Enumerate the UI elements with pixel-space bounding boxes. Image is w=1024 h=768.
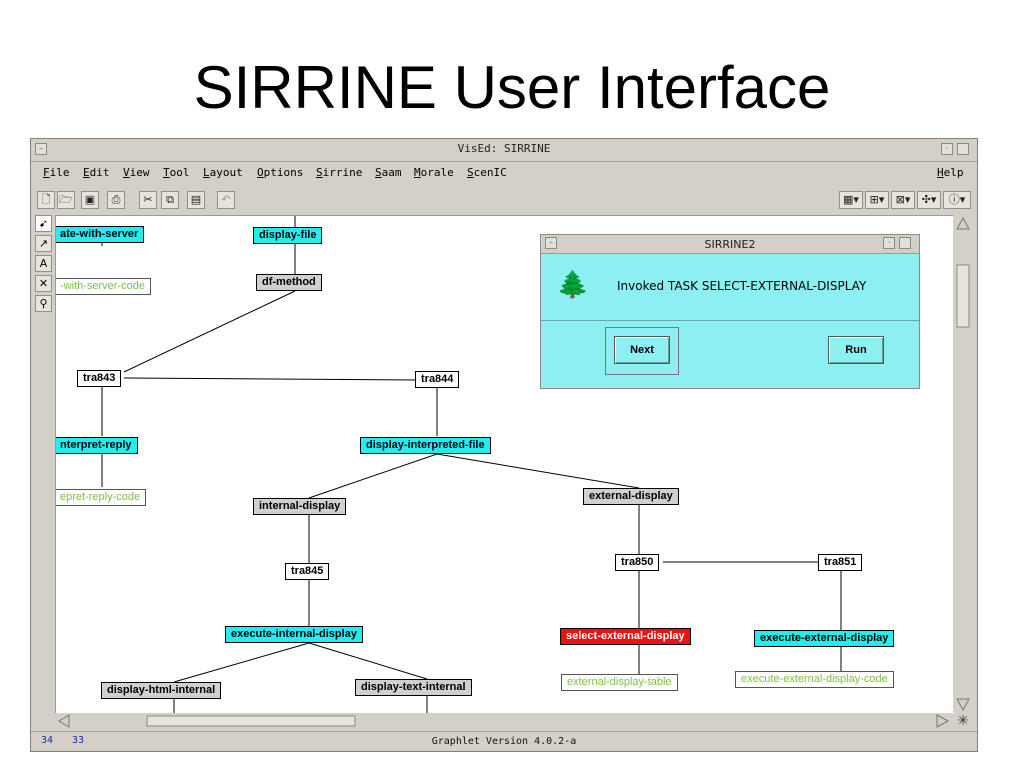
window-menu-icon[interactable]: – <box>35 143 47 155</box>
status-count-2: 33 <box>72 735 85 746</box>
delete-tool-icon[interactable]: ✕ <box>35 275 52 292</box>
graph-node[interactable]: epret-reply-code <box>56 489 147 506</box>
default-button-ring <box>605 327 679 375</box>
graph-node[interactable]: external-display <box>583 488 679 505</box>
scroll-down-arrow-icon <box>956 698 970 712</box>
graph-node[interactable]: display-file <box>253 227 323 244</box>
dialog-message: Invoked TASK SELECT-EXTERNAL-DISPLAY <box>617 279 867 293</box>
window-title: VisEd: SIRRINE <box>457 142 551 155</box>
graph-node[interactable]: ate-with-server <box>56 226 145 243</box>
maximize-icon[interactable] <box>957 143 969 155</box>
zoom-tool-icon[interactable]: ⚲ <box>35 295 52 312</box>
vertical-scrollbar-graphic <box>956 216 970 712</box>
graph-node[interactable]: execute-external-display <box>754 630 895 647</box>
next-button[interactable]: Next <box>614 336 670 364</box>
edge-tool-icon[interactable]: ↗ <box>35 235 52 252</box>
graph-node[interactable]: display-interpreted-file <box>360 437 491 454</box>
undo-icon[interactable]: ↶ <box>217 191 235 209</box>
select-tool-icon[interactable]: ➹ <box>35 215 52 232</box>
menu-tool[interactable]: Tool <box>163 166 190 179</box>
zoom-fit-icon[interactable]: ⊠▾ <box>891 191 915 209</box>
minimize-icon[interactable]: · <box>941 143 953 155</box>
copy-icon[interactable]: ⧉ <box>161 191 179 209</box>
graph-node[interactable]: tra844 <box>415 371 460 388</box>
graph-canvas[interactable]: ate-with-server -with-server-code displa… <box>55 215 954 714</box>
sirrine2-dialog: – SIRRINE2 · 🌲 Invoked TASK SELECT-EXTER… <box>540 234 920 389</box>
layout-grid-icon[interactable]: ▦▾ <box>839 191 863 209</box>
vised-window: – VisEd: SIRRINE · File Edit View Tool L… <box>30 138 978 752</box>
menu-layout[interactable]: Layout <box>203 166 243 179</box>
graph-node[interactable]: execute-external-display-code <box>735 671 894 688</box>
scroll-up-arrow-icon <box>956 216 970 230</box>
menu-edit[interactable]: Edit <box>83 166 110 179</box>
menu-saam[interactable]: Saam <box>375 166 402 179</box>
graph-node[interactable]: display-text-internal <box>355 679 472 696</box>
save-icon[interactable]: ▣ <box>81 191 99 209</box>
new-file-icon[interactable]: 🗋 <box>37 191 55 209</box>
graph-node[interactable]: nterpret-reply <box>56 437 138 454</box>
slide-title: SIRRINE User Interface <box>193 54 831 121</box>
paste-icon[interactable]: ▤ <box>187 191 205 209</box>
menu-scenic[interactable]: ScenIC <box>467 166 507 179</box>
menu-view[interactable]: View <box>123 166 150 179</box>
graph-node[interactable]: execute-internal-display <box>225 626 363 643</box>
dialog-title: SIRRINE2 <box>704 238 756 251</box>
horizontal-scroll-thumb <box>146 715 356 727</box>
menu-options[interactable]: Options <box>257 166 304 179</box>
graph-node[interactable]: tra850 <box>615 554 660 571</box>
dialog-minimize-icon[interactable]: · <box>883 237 895 249</box>
print-icon[interactable]: ⎙ <box>107 191 125 209</box>
dialog-title-bar[interactable]: – SIRRINE2 · <box>541 235 919 254</box>
info-icon[interactable]: ⓘ▾ <box>943 191 971 209</box>
graph-node[interactable]: external-display-table <box>561 674 678 691</box>
network-icon[interactable]: ✣▾ <box>917 191 941 209</box>
asterisk-icon: ✳ <box>957 713 969 729</box>
graph-node[interactable]: tra851 <box>818 554 863 571</box>
menu-file[interactable]: File <box>43 166 70 179</box>
horizontal-scrollbar-graphic <box>58 714 950 728</box>
text-tool-icon[interactable]: A <box>35 255 52 272</box>
dialog-divider <box>541 320 919 321</box>
status-version: Graphlet Version 4.0.2-a <box>431 736 577 747</box>
graph-node[interactable]: tra843 <box>77 370 122 387</box>
graph-node[interactable]: tra845 <box>285 563 330 580</box>
vertical-scroll-thumb <box>956 264 970 328</box>
title-bar[interactable]: – VisEd: SIRRINE · <box>31 139 977 162</box>
menu-bar: File Edit View Tool Layout Options Sirri… <box>31 162 977 184</box>
graph-edges <box>101 216 842 714</box>
status-count-1: 34 <box>41 735 54 746</box>
menu-sirrine[interactable]: Sirrine <box>316 166 363 179</box>
tree-icon: 🌲 <box>556 270 590 300</box>
open-folder-icon[interactable]: 🗁 <box>57 191 75 209</box>
scroll-right-arrow-icon <box>936 714 950 728</box>
dialog-maximize-icon[interactable] <box>899 237 911 249</box>
status-bar: 34 33 Graphlet Version 4.0.2-a <box>31 731 977 752</box>
menu-morale[interactable]: Morale <box>414 166 454 179</box>
graph-node[interactable]: -with-server-code <box>56 278 151 295</box>
graph-node[interactable]: display-html-internal <box>101 682 222 699</box>
graph-node[interactable]: internal-display <box>253 498 347 515</box>
vertical-scrollbar[interactable] <box>953 215 973 713</box>
graph-node[interactable]: df-method <box>256 274 322 291</box>
tree-layout-icon[interactable]: ⊞▾ <box>865 191 889 209</box>
scroll-left-arrow-icon <box>58 714 70 728</box>
toolbar: 🗋 🗁 ▣ ⎙ ✂ ⧉ ▤ ↶ ▦▾ ⊞▾ ⊠▾ ✣▾ ⓘ▾ <box>31 187 977 213</box>
horizontal-scrollbar[interactable] <box>55 713 953 729</box>
run-button[interactable]: Run <box>828 336 884 364</box>
menu-help[interactable]: Help <box>937 166 964 179</box>
cut-icon[interactable]: ✂ <box>139 191 157 209</box>
graph-node[interactable]: select-external-display <box>560 628 691 645</box>
dialog-menu-icon[interactable]: – <box>545 237 557 249</box>
